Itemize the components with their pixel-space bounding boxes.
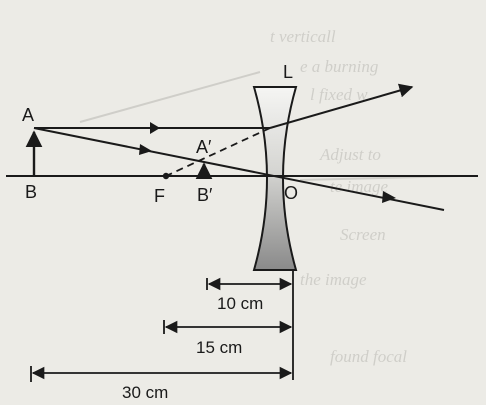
svg-text:Screen: Screen [340, 225, 386, 244]
label-b-prime: B′ [197, 185, 213, 205]
ray-through-centre [33, 127, 445, 211]
ray-virtual-extension [165, 127, 271, 177]
dim-label-10: 10 cm [217, 294, 263, 313]
svg-text:t verticall: t verticall [270, 27, 336, 46]
svg-text:the image: the image [300, 270, 367, 289]
svg-text:te image: te image [330, 177, 389, 196]
label-a: A [22, 105, 34, 125]
label-a-prime: A′ [196, 137, 212, 157]
ray-centre-arrow-1 [139, 144, 152, 155]
ray-centre-arrow-2 [382, 191, 396, 203]
svg-text:l fixed w: l fixed w [310, 85, 368, 104]
dim-label-30: 30 cm [122, 383, 168, 402]
label-f: F [154, 186, 165, 206]
focus-point [162, 172, 170, 180]
svg-text:found focal: found focal [330, 347, 407, 366]
ray-refracted [269, 83, 414, 129]
ray-parallel-arrow [150, 122, 160, 134]
page-show-through: t verticall e a burning l fixed w Adjust… [79, 27, 461, 366]
label-o: O [284, 183, 298, 203]
svg-text:e a burning: e a burning [300, 57, 378, 76]
svg-text:Adjust to: Adjust to [319, 145, 381, 164]
label-l: L [283, 62, 293, 82]
dim-label-15: 15 cm [196, 338, 242, 357]
concave-lens [252, 86, 298, 271]
label-b: B [25, 182, 37, 202]
